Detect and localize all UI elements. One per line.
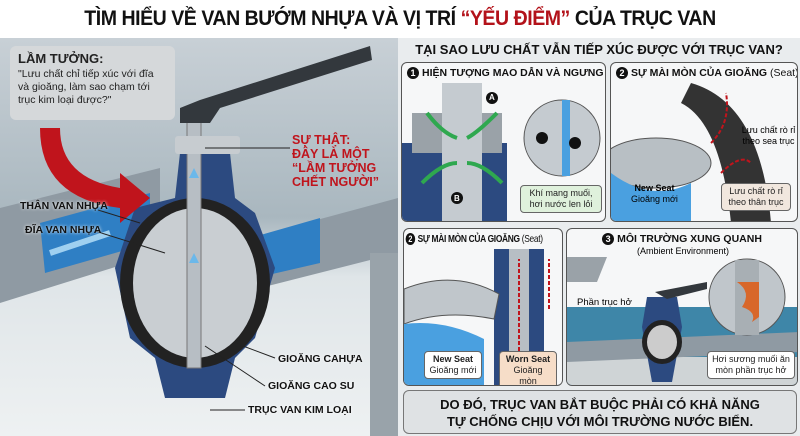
rust-patch <box>737 282 759 322</box>
support-pipe <box>370 253 398 436</box>
marker-a: A <box>489 93 495 102</box>
panel-subtitle: (Ambient Environment) <box>636 246 730 256</box>
leader-lines <box>94 147 290 411</box>
panel-title: MÔI TRƯỜNG XUNG QUANH <box>617 233 762 245</box>
shaft-flow-arrows <box>189 168 199 263</box>
myth-text: "Lưu chất chỉ tiếp xúc với đĩa và gioăng… <box>18 68 154 106</box>
label-body: THÂN VAN NHỰA <box>20 200 108 212</box>
myth-callout: LẦM TƯỞNG: "Lưu chất chỉ tiếp xúc với đĩ… <box>10 46 175 120</box>
salt-corrosion-note: Hơi sương muối ăn mòn phần trục hở <box>707 351 795 379</box>
panel-title: HIỆN TƯỢNG MAO DẪN VÀ NGƯNG TỤ <box>422 67 606 79</box>
new-seat-vi: Gioăng mới <box>429 365 477 375</box>
leak-body-note: Lưu chất rò rỉ theo thân trục <box>721 183 791 211</box>
panel1-note: Khí mang muối, hơi nước len lỏi <box>520 185 602 213</box>
ambient-illustration <box>567 257 797 385</box>
new-seat-vi: Gioăng mới <box>631 194 678 204</box>
leak-seat-label: Lưu chất rò rỉ theo sea trục <box>741 125 796 146</box>
green-arrows <box>420 111 504 185</box>
label-disc: ĐĨA VAN NHỰA <box>25 224 102 236</box>
section-subtitle: TẠI SAO LƯU CHẤT VẪN TIẾP XÚC ĐƯỢC VỚI T… <box>415 42 783 57</box>
valve-cutaway-section: LẦM TƯỞNG: "Lưu chất chỉ tiếp xúc với đĩ… <box>0 38 398 436</box>
truth-line: “LẦM TƯỞNG <box>292 161 377 175</box>
label-seat-plastic: GIOĂNG CAHỰA <box>278 353 363 365</box>
panel-title-suffix: (Seat) <box>521 233 543 245</box>
truth-heading: SỰ THẬT: <box>292 133 351 147</box>
panel-title-suffix: (Seat) <box>770 67 798 79</box>
capillary-illustration <box>402 83 601 221</box>
explanation-section: TẠI SAO LƯU CHẤT VẪN TIẾP XÚC ĐƯỢC VỚI T… <box>398 38 800 436</box>
myth-heading: LẦM TƯỞNG: <box>18 51 104 66</box>
top-flange <box>175 136 240 154</box>
step-number: 2 <box>405 233 416 245</box>
conclusion-line: TỰ CHỐNG CHỊU VỚI MÔI TRƯỜNG NƯỚC BIỂN. <box>446 414 754 429</box>
worn-seat-en: Worn Seat <box>505 354 551 364</box>
label-seat-rubber: GIOĂNG CAO SU <box>268 380 355 392</box>
conclusion-line: DO ĐÓ, TRỤC VAN BẮT BUỘC PHẢI CÓ KHẢ NĂN… <box>440 397 760 412</box>
worn-seat-vi: Gioăng mòn <box>513 365 543 386</box>
label-shaft: TRỤC VAN KIM LOẠI <box>248 404 352 416</box>
exposed-shaft-label: Phần trục hở <box>577 297 632 308</box>
new-seat-en: New Seat <box>432 354 474 364</box>
conclusion-box: DO ĐÓ, TRỤC VAN BẮT BUỘC PHẢI CÓ KHẢ NĂN… <box>403 390 797 434</box>
truth-callout: SỰ THẬT: ĐÂY LÀ MỘT “LẦM TƯỞNG CHẾT NGƯỜ… <box>292 133 379 189</box>
valve-cutaway-illustration <box>0 46 398 436</box>
step-number: 1 <box>407 67 419 79</box>
step-number: 3 <box>602 233 615 245</box>
panel-title: SỰ MÀI MÒN CỦA GIOĂNG <box>417 233 520 245</box>
truth-line: CHẾT NGƯỜI” <box>292 175 380 189</box>
page-title: TÌM HIỂU VỀ VAN BƯỚM NHỰA VÀ VỊ TRÍ “YẾU… <box>84 7 716 30</box>
new-seat-en: New Seat <box>634 183 675 193</box>
red-arrow-icon <box>40 128 150 223</box>
step-number: 2 <box>616 67 628 79</box>
flow-arrow-left <box>49 230 111 256</box>
truth-line: ĐÂY LÀ MỘT <box>292 147 370 161</box>
marker-b: B <box>454 194 460 203</box>
handle-lever <box>180 46 372 123</box>
panel-title: SỰ MÀI MÒN CỦA GIOĂNG <box>631 67 768 79</box>
